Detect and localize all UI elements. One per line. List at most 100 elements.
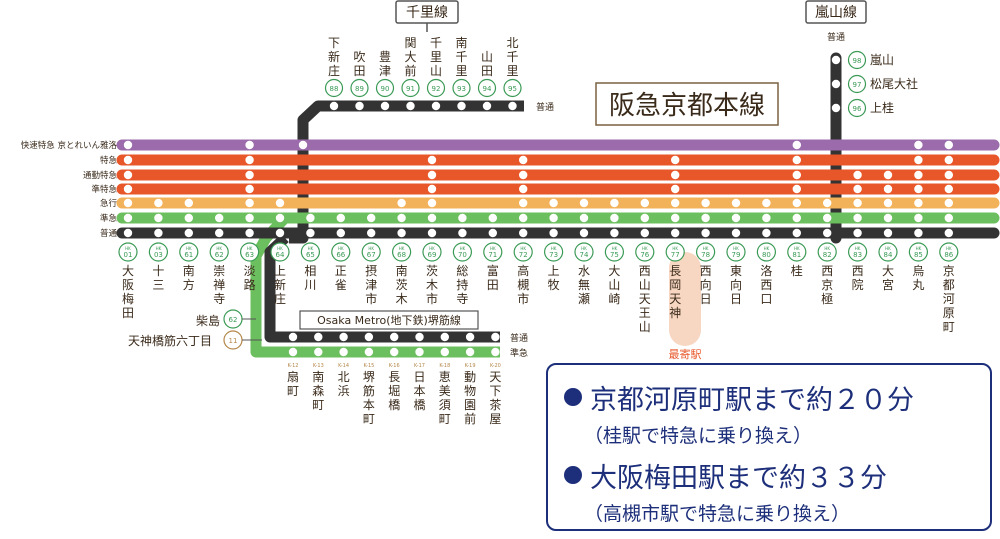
station-code: 65 <box>306 251 315 259</box>
senri-badge <box>401 78 420 98</box>
station-badge <box>452 242 472 262</box>
metro-stop-dot <box>288 332 298 342</box>
station-name-char: 正 <box>335 264 347 278</box>
station-code: 64 <box>276 251 285 259</box>
stop-dot <box>671 155 680 165</box>
stop-dot <box>245 228 254 238</box>
station-code: 69 <box>428 251 437 259</box>
stop-dot <box>275 213 285 223</box>
metro-stop-dot <box>314 332 323 342</box>
station-name-char: 山 <box>639 278 651 292</box>
station-badge <box>756 242 777 262</box>
stop-dot <box>792 140 801 150</box>
stop-dot <box>579 228 589 238</box>
senri-name-char: 千 <box>455 50 467 64</box>
station-name-char: 瀬 <box>578 292 590 306</box>
station-code-prefix: HK <box>520 246 526 251</box>
bullet-icon <box>564 388 582 406</box>
stop-dot <box>671 184 680 194</box>
metro-name-char: 美 <box>439 384 451 398</box>
arashiyama-stop-dot <box>831 55 841 65</box>
station-name-char: 山 <box>639 320 651 334</box>
senri-code: 92 <box>432 85 441 93</box>
station-name-char: 庄 <box>274 291 286 306</box>
station-name-char: 無 <box>578 277 590 292</box>
station-name-char: 西 <box>639 264 651 278</box>
stop-dot <box>853 228 862 238</box>
metro-name-char: 町 <box>363 412 375 426</box>
metro-futsu-label: 普通 <box>510 332 528 344</box>
station-name-char: 新 <box>274 277 286 292</box>
station-code: 74 <box>580 251 589 259</box>
senri-code: 89 <box>355 85 364 93</box>
senri-name-char: 山 <box>481 50 493 64</box>
metro-code: K-20 <box>490 363 501 369</box>
station-name-char: 総 <box>456 264 468 278</box>
station-name-char: 路 <box>244 277 256 292</box>
metro-name-char: 堀 <box>388 383 400 398</box>
metro-name-char: 森 <box>312 383 324 398</box>
stop-dot <box>792 198 801 208</box>
senri-name-char: 里 <box>430 50 442 64</box>
stop-dot <box>427 228 437 238</box>
station-name-char: 梅 <box>122 291 134 306</box>
station-name-char: 木 <box>426 278 438 292</box>
stop-dot <box>914 140 923 150</box>
stop-dot <box>853 184 862 194</box>
station-code: 66 <box>336 251 345 259</box>
arashiyama-code: 98 <box>853 57 862 65</box>
station-name-char: 川 <box>304 278 316 292</box>
stop-dot <box>883 184 893 194</box>
station-name-char: 崇 <box>213 264 225 278</box>
metro-name-char: 本 <box>363 398 375 412</box>
senri-name-char: 津 <box>379 64 391 78</box>
stop-dot <box>823 228 832 238</box>
station-name-char: 宮 <box>882 277 894 292</box>
senri-stop-dot <box>380 101 390 111</box>
arashiyama-name: 松尾大社 <box>870 76 918 91</box>
senri-stop-dot <box>329 101 339 111</box>
stop-dot <box>671 213 680 223</box>
stop-dot <box>184 228 193 238</box>
stop-dot <box>367 228 376 238</box>
metro-code: K-15 <box>363 363 374 369</box>
metro-stop-dot <box>314 347 323 357</box>
metro-name-char: 恵 <box>439 370 451 384</box>
tenroku-name: 天神橋筋六丁目 <box>128 333 212 348</box>
tenroku-code: 11 <box>229 337 238 345</box>
shibajima-name: 柴島 <box>196 313 220 328</box>
metro-code: K-17 <box>414 363 425 369</box>
stop-dot <box>640 228 649 238</box>
metro-stop-dot <box>288 347 298 357</box>
station-code: 85 <box>914 251 923 259</box>
station-name-char: 田 <box>487 278 499 292</box>
station-name-char: 寺 <box>213 292 225 306</box>
stop-dot <box>883 170 893 180</box>
stop-dot <box>245 170 254 180</box>
senri-name-char: 田 <box>481 64 493 78</box>
metro-name-char: 園 <box>464 398 476 412</box>
station-name-char: 大 <box>882 264 894 278</box>
senri-badge <box>426 78 446 98</box>
station-name-char: 木 <box>396 292 408 306</box>
metro-name-char: 茶 <box>489 397 501 412</box>
metro-stop-dot <box>364 332 374 342</box>
metro-stop-dot <box>491 332 500 342</box>
note-2: 大阪梅田駅まで約３３分 <box>564 453 974 497</box>
senri-name-char: 千 <box>430 36 442 50</box>
stop-dot <box>610 198 619 208</box>
arashiyama-label-box <box>805 0 867 24</box>
stop-dot <box>458 213 467 223</box>
stop-dot <box>731 228 741 238</box>
station-name-char: 市 <box>517 291 529 306</box>
station-code-prefix: HK <box>885 246 891 251</box>
station-name-char: 桂 <box>791 263 803 278</box>
stop-dot <box>944 170 953 180</box>
stop-dot <box>640 198 649 208</box>
station-badge <box>787 242 807 262</box>
metro-name-char: 長 <box>388 370 400 384</box>
stop-dot <box>823 198 832 208</box>
metro-name-char: 橋 <box>388 398 400 412</box>
station-badge <box>695 242 716 262</box>
arashiyama-code: 97 <box>853 81 862 89</box>
